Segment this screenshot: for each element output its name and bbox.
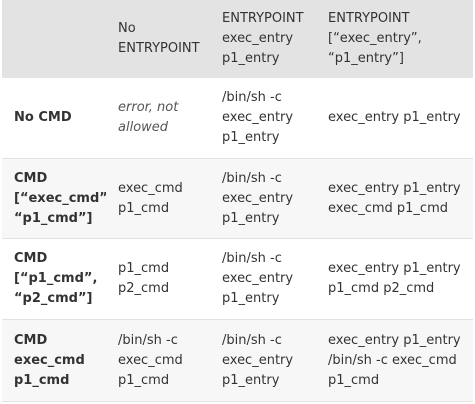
table-cell: exec_entry p1_entry exec_cmd p1_cmd xyxy=(316,158,473,239)
header-corner xyxy=(2,0,106,78)
table-cell: exec_cmd p1_cmd xyxy=(106,158,210,239)
table-row: CMD exec_cmd p1_cmd /bin/sh -c exec_cmd … xyxy=(2,319,473,402)
table-cell: error, not allowed xyxy=(106,78,210,159)
table-cell: /bin/sh -c exec_entry p1_entry xyxy=(210,158,316,239)
table-row: No CMD error, not allowed /bin/sh -c exe… xyxy=(2,78,473,159)
header-no-entrypoint: No ENTRYPOINT xyxy=(106,0,210,78)
header-entrypoint-exec: ENTRYPOINT [“exec_entry”, “p1_entry”] xyxy=(316,0,473,78)
table-row: CMD [“p1_cmd”, “p2_cmd”] p1_cmd p2_cmd /… xyxy=(2,238,473,320)
header-row: No ENTRYPOINT ENTRYPOINT exec_entry p1_e… xyxy=(2,0,473,78)
table-cell: p1_cmd p2_cmd xyxy=(106,238,210,320)
table-row: CMD [“exec_cmd”, “p1_cmd”] exec_cmd p1_c… xyxy=(2,158,473,239)
row-label: CMD exec_cmd p1_cmd xyxy=(2,319,106,402)
table-cell: /bin/sh -c exec_entry p1_entry xyxy=(210,78,316,159)
row-label: No CMD xyxy=(2,78,106,159)
table-cell: /bin/sh -c exec_entry p1_entry xyxy=(210,319,316,402)
table-cell: exec_entry p1_entry xyxy=(316,78,473,159)
table-cell: exec_entry p1_entry p1_cmd p2_cmd xyxy=(316,238,473,320)
row-label: CMD [“p1_cmd”, “p2_cmd”] xyxy=(2,238,106,320)
table-cell: /bin/sh -c exec_cmd p1_cmd xyxy=(106,319,210,402)
row-label: CMD [“exec_cmd”, “p1_cmd”] xyxy=(2,158,106,239)
table-cell: /bin/sh -c exec_entry p1_entry xyxy=(210,238,316,320)
header-entrypoint-shell: ENTRYPOINT exec_entry p1_entry xyxy=(210,0,316,78)
table-cell: exec_entry p1_entry /bin/sh -c exec_cmd … xyxy=(316,319,473,402)
